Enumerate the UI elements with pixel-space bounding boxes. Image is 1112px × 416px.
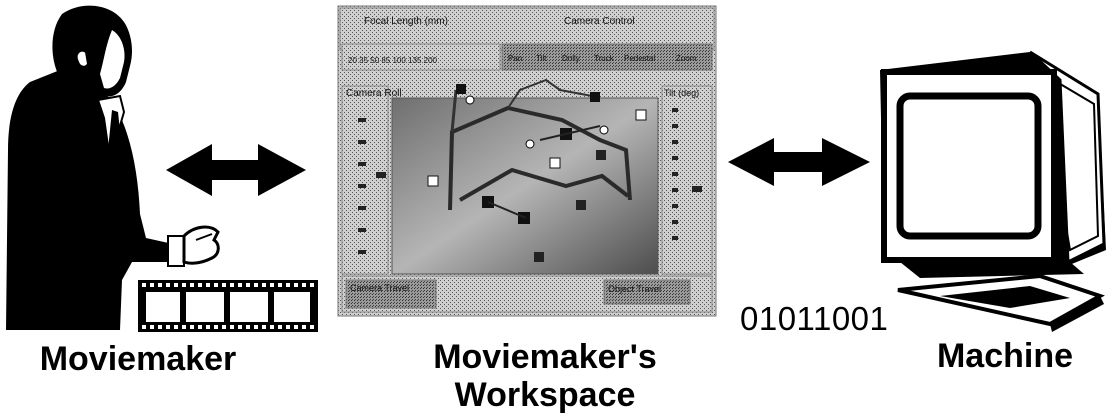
ws-tilt-label: Tilt (deg): [664, 88, 700, 98]
ws-btn-dolly[interactable]: Dolly: [562, 54, 580, 63]
hand: [182, 225, 220, 265]
workspace-screenshot: [337, 5, 717, 317]
ws-focal-length-label: Focal Length (mm): [364, 16, 448, 27]
ws-camera-control-label: Camera Control: [564, 16, 635, 27]
moviemaker-figure: [6, 5, 220, 330]
ws-camera-travel-label: Camera Travel: [350, 283, 410, 293]
binary-data-label: 01011001: [740, 300, 889, 337]
ws-btn-zoom[interactable]: Zoom: [676, 54, 697, 63]
jacket: [6, 70, 182, 330]
ws-btn-pedestal[interactable]: Pedestal: [624, 54, 656, 63]
ws-btn-pan[interactable]: Pan: [508, 54, 523, 63]
film-strip-icon: [138, 280, 318, 332]
machine-label: Machine: [936, 337, 1074, 375]
face: [100, 30, 125, 89]
arrow-moviemaker-workspace: [166, 144, 306, 196]
workspace-label-line2: Workspace: [454, 376, 636, 415]
moviemaker-label: Moviemaker: [39, 340, 237, 378]
ws-object-travel-label: Object Travel: [608, 284, 662, 294]
workspace-label-line1: Moviemaker's: [433, 338, 657, 376]
ws-camera-roll-label: Camera Roll: [346, 88, 402, 99]
workspace-label: Moviemaker's Workspace: [395, 338, 695, 414]
arrow-workspace-machine: [728, 138, 870, 186]
ws-focal-values: 20 35 50 85 100 135 200: [348, 56, 437, 65]
ws-btn-truck[interactable]: Truck: [594, 54, 614, 63]
crt-monitor-icon: [880, 50, 1106, 332]
monitor-screen: [896, 92, 1042, 240]
ws-btn-tilt[interactable]: Tilt: [536, 54, 547, 63]
